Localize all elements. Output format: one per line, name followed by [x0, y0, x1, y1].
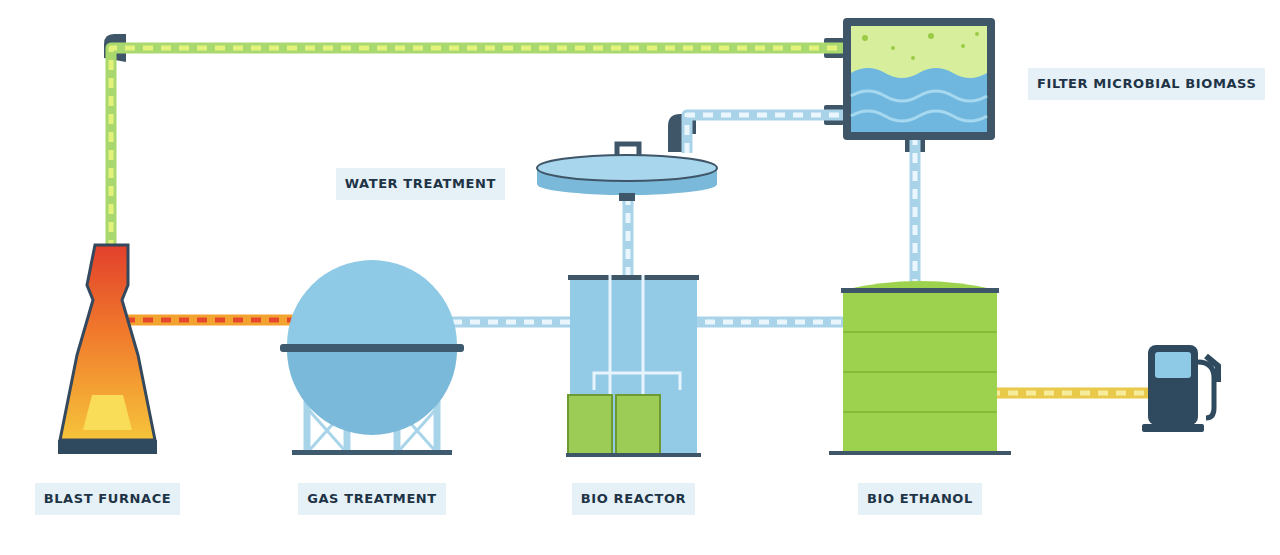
- pipe-stripes: [125, 318, 302, 323]
- pipe-stripes: [913, 135, 918, 282]
- ethanol-tank: [843, 281, 997, 452]
- equipment-node: FILTER MICROBIAL BIOMASS: [843, 18, 995, 140]
- pipe-connector: [915, 135, 916, 282]
- fuel-pipe: [990, 393, 1150, 394]
- pipe-stripes: [687, 320, 853, 325]
- reactor-unit: [568, 395, 612, 455]
- pipe-stripes: [452, 320, 580, 325]
- gas-shade: [287, 350, 457, 435]
- filter-frame: [843, 18, 995, 140]
- pipe-stripes: [111, 48, 845, 250]
- reactor-rim: [568, 275, 699, 280]
- reactor-base: [566, 453, 701, 457]
- furnace-base: [58, 440, 157, 454]
- equipment-label: WATER TREATMENT: [336, 168, 505, 200]
- pipe-body: [687, 317, 853, 328]
- ethanol-rings: [843, 332, 997, 412]
- equipment-node: BLAST FURNACE: [60, 245, 155, 455]
- equipment-node: WATER TREATMENT: [537, 138, 717, 200]
- equipment-label: FILTER MICROBIAL BIOMASS: [1028, 68, 1265, 100]
- pipe-body: [125, 315, 302, 326]
- pipe-stripes: [687, 115, 845, 153]
- equipment-label: BIO REACTOR: [572, 483, 695, 515]
- fuel-pump: [1142, 345, 1218, 432]
- ethanol-base: [829, 451, 1011, 455]
- equipment-node: GAS TREATMENT: [282, 258, 462, 455]
- pipe-connector: [111, 48, 845, 250]
- pipe-body: [111, 48, 845, 250]
- equipment-node: BIO REACTOR: [570, 275, 697, 455]
- pipe-body: [687, 115, 845, 153]
- pipe-connector: [687, 322, 853, 323]
- equipment-art: [843, 272, 997, 455]
- pipe-connector: [687, 115, 845, 153]
- ethanol-rim: [841, 288, 999, 293]
- furnace-core: [83, 395, 132, 430]
- reactor-unit: [616, 395, 660, 455]
- equipment-art: [537, 138, 717, 200]
- pipe-body: [452, 317, 580, 328]
- filter-waves: [851, 91, 987, 121]
- gas-base: [292, 450, 452, 455]
- furnace-body: [60, 245, 155, 440]
- equipment-art: [282, 258, 462, 455]
- pipe-body: [623, 195, 634, 285]
- equipment-node: BIO ETHANOL: [843, 272, 997, 455]
- pipe-body: [910, 135, 921, 282]
- pipe-connector: [628, 195, 629, 285]
- filter-bubbles: [862, 32, 979, 60]
- filter-water: [851, 68, 987, 132]
- pipe-connector: [125, 320, 302, 321]
- clarifier-stem: [619, 193, 635, 201]
- equipment-label: BLAST FURNACE: [35, 483, 181, 515]
- equipment-art: [843, 18, 995, 140]
- equipment-label: GAS TREATMENT: [298, 483, 446, 515]
- equipment-label: BIO ETHANOL: [858, 483, 982, 515]
- gas-band: [280, 344, 464, 352]
- equipment-art: [60, 245, 155, 455]
- clarifier-top: [537, 155, 717, 181]
- pipe-stripes: [626, 195, 631, 285]
- filter-biomass: [851, 26, 987, 132]
- equipment-art: [570, 275, 697, 455]
- pipe-connector: [452, 322, 580, 323]
